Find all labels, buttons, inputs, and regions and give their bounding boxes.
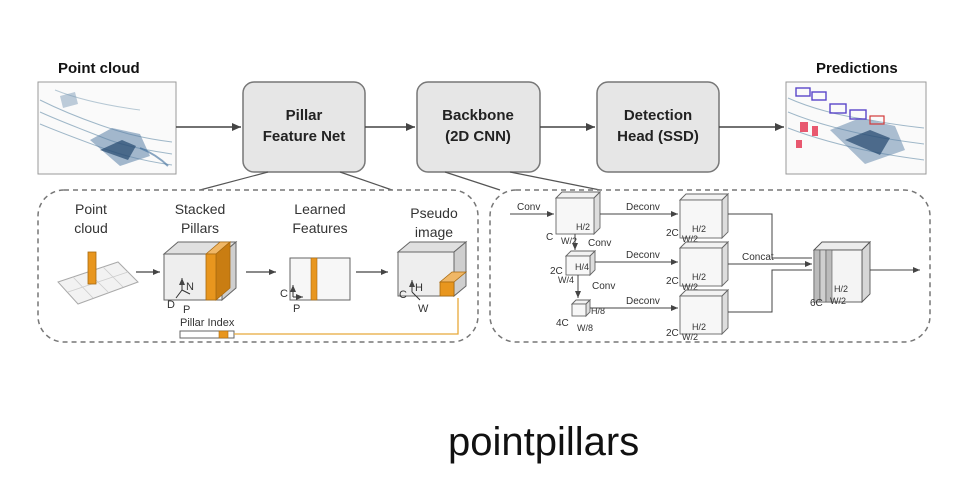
pillar-index-label: Pillar Index	[180, 317, 235, 329]
dim-H4-block2: H/4	[575, 262, 589, 272]
dim-C-pseudo: C	[399, 289, 407, 301]
deconv-label-1: Deconv	[626, 202, 660, 213]
dim-P-learned: P	[293, 303, 300, 315]
conv-label-3: Conv	[592, 281, 615, 292]
conv-label-2: Conv	[588, 238, 611, 249]
dim-6C-concat: 6C	[810, 298, 823, 309]
dim-2C-deconv1: 2C	[666, 228, 679, 239]
deconv-label-3: Deconv	[626, 296, 660, 307]
dim-W4-block2: W/4	[558, 275, 574, 285]
dim-H2-block1: H/2	[576, 222, 590, 232]
dim-P-stacked: P	[183, 304, 190, 316]
backbone-block-1	[554, 190, 602, 236]
dim-W-pseudo: W	[418, 303, 429, 315]
pillar-bar	[87, 251, 97, 285]
backbone-label-line2: (2D CNN)	[445, 128, 511, 145]
concat-label: Concat	[742, 252, 774, 263]
head-label-line1: Detection	[624, 107, 692, 124]
deconv-block-1	[678, 192, 730, 240]
deconv-block-2	[678, 240, 730, 288]
pseudo-label-line2: image	[415, 224, 453, 240]
dim-H2-deconv1: H/2	[692, 224, 706, 234]
detection-head-box: Detection Head (SSD)	[596, 81, 720, 173]
caption: pointpillars	[448, 420, 640, 464]
stacked-label-line2: Pillars	[181, 220, 219, 236]
stacked-pillars-tensor	[162, 240, 238, 302]
deconv-block-3	[678, 288, 730, 336]
conv-label-1: Conv	[517, 202, 540, 213]
dim-W2-block1: W/2	[561, 236, 577, 246]
dim-C-learned: C	[280, 288, 288, 300]
point-cloud-image	[37, 81, 177, 175]
dim-4C-block3: 4C	[556, 318, 569, 329]
point-label-line2: cloud	[74, 220, 107, 236]
detail-connectors	[199, 171, 601, 191]
point-label-line1: Point	[75, 201, 107, 217]
learned-features-grid	[289, 257, 351, 301]
dim-H-pseudo: H	[415, 282, 423, 294]
predictions-image	[785, 81, 927, 175]
dim-H2-concat: H/2	[834, 284, 848, 294]
point-cloud-title: Point cloud	[58, 60, 140, 77]
dim-2C-deconv2: 2C	[666, 276, 679, 287]
pillar-feature-net-box: Pillar Feature Net	[242, 81, 366, 173]
pseudo-image-tensor	[396, 240, 468, 301]
concat-output-block	[812, 240, 872, 304]
backbone-detail-panel	[489, 189, 931, 343]
stacked-label-line1: Stacked	[175, 201, 226, 217]
dim-2C-deconv3: 2C	[666, 328, 679, 339]
dim-W8-block3: W/8	[577, 323, 593, 333]
pseudo-label-line1: Pseudo	[410, 205, 458, 221]
learned-label-line1: Learned	[294, 201, 345, 217]
dim-W2-deconv2: W/2	[682, 282, 698, 292]
dim-W2-concat: W/2	[830, 296, 846, 306]
head-label-line2: Head (SSD)	[617, 128, 699, 145]
learned-label-line2: Features	[292, 220, 347, 236]
dim-H2-deconv2: H/2	[692, 272, 706, 282]
predictions-title: Predictions	[816, 60, 898, 77]
dim-H8-block3: H/8	[591, 306, 605, 316]
dim-H2-deconv3: H/2	[692, 322, 706, 332]
point-cloud-grid	[57, 251, 139, 305]
dim-D: D	[167, 299, 175, 311]
backbone-box: Backbone (2D CNN)	[416, 81, 541, 173]
pfn-detail-panel	[37, 189, 479, 343]
dim-N: N	[186, 281, 194, 293]
deconv-label-2: Deconv	[626, 250, 660, 261]
dim-2C-block2: 2C	[550, 266, 563, 277]
dim-W2-deconv3: W/2	[682, 332, 698, 342]
dim-W2-deconv1: W/2	[682, 234, 698, 244]
pillar-index-bar	[179, 298, 459, 339]
dim-C-block1: C	[546, 232, 553, 243]
pfn-label-line2: Feature Net	[263, 128, 346, 145]
backbone-block-3	[570, 298, 592, 318]
pfn-label-line1: Pillar	[286, 107, 323, 124]
backbone-label-line1: Backbone	[442, 107, 514, 124]
